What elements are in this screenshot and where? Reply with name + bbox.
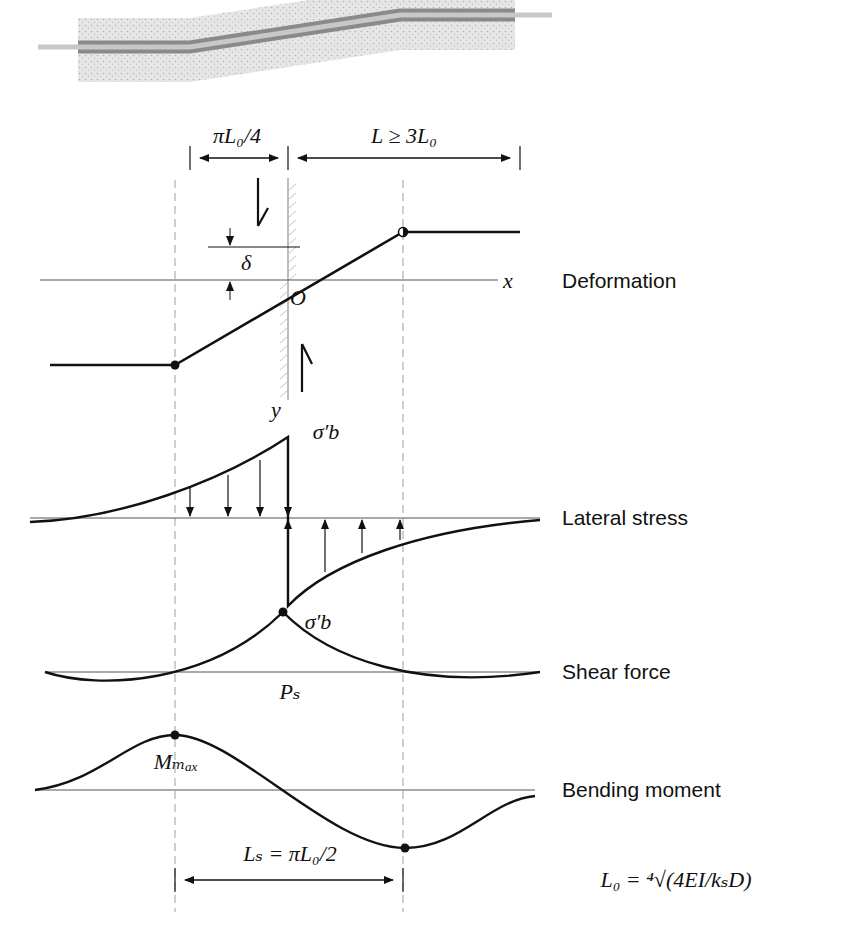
- hatch-stroke: [280, 346, 287, 352]
- origin-label: O: [290, 286, 306, 310]
- fault-plane: [287, 178, 289, 400]
- shear-baseline: [45, 672, 540, 673]
- shear-arrow: [258, 178, 312, 392]
- moment-baseline: [35, 790, 535, 791]
- hatch-stroke: [289, 202, 296, 208]
- hatch-stroke: [280, 283, 287, 289]
- moment-label: Mₘₐₓ: [154, 750, 199, 774]
- hatch-stroke: [280, 373, 287, 379]
- formula-label: L₀ = ⁴√(4EI/kₛD): [600, 868, 751, 892]
- hinge-dot: [171, 361, 180, 370]
- row-title: Deformation: [562, 269, 676, 292]
- hatch-stroke: [280, 292, 287, 298]
- hatch-stroke: [289, 238, 296, 244]
- dimension-label: L ≥ 3L₀: [371, 124, 437, 148]
- hatch-stroke: [289, 220, 296, 226]
- x-axis: [40, 280, 498, 281]
- max-dot: [171, 731, 180, 740]
- stress-label: σ′b: [305, 610, 332, 634]
- pipe-core: [38, 15, 552, 47]
- hatch-stroke: [289, 265, 296, 271]
- hatch-stroke: [289, 184, 296, 190]
- hatch-stroke: [289, 247, 296, 253]
- hatch-stroke: [280, 337, 287, 343]
- hatch-stroke: [280, 319, 287, 325]
- hatch-stroke: [289, 193, 296, 199]
- stress-baseline: [30, 518, 540, 519]
- axis-label: y: [271, 398, 281, 422]
- guide-line: [174, 180, 175, 912]
- axis-label: x: [503, 269, 513, 293]
- hatch-stroke: [280, 391, 287, 397]
- deformed-pipe-line: [50, 232, 520, 365]
- stress-arrow: [190, 452, 400, 590]
- offset-label: δ: [241, 251, 251, 275]
- stress-curve: [30, 437, 288, 522]
- shear-curve: [45, 612, 540, 681]
- hinge-dot: [399, 228, 408, 237]
- hatch-stroke: [280, 328, 287, 334]
- hatch-stroke: [289, 229, 296, 235]
- hatch-stroke: [280, 382, 287, 388]
- hatch-stroke: [280, 364, 287, 370]
- hatch-stroke: [280, 355, 287, 361]
- stress-label: σ′b: [313, 420, 340, 444]
- row-title: Lateral stress: [562, 506, 688, 529]
- shear-label: Pₛ: [280, 680, 301, 704]
- hatch-stroke: [289, 274, 296, 280]
- min-dot: [401, 844, 410, 853]
- stress-curve: [288, 518, 540, 606]
- delta-dimension: [208, 228, 300, 300]
- dimension-label: Lₛ = πL₀/2: [243, 842, 337, 866]
- bottom-dimension: [175, 868, 403, 892]
- top-dimension: [190, 146, 520, 170]
- guide-line: [402, 180, 403, 912]
- peak-dot: [279, 608, 288, 617]
- hatch-stroke: [289, 211, 296, 217]
- hatch-stroke: [289, 256, 296, 262]
- moment-curve: [35, 735, 535, 848]
- row-title: Bending moment: [562, 778, 721, 801]
- hinge-dot: [403, 228, 408, 237]
- dimension-label: πL₀/4: [213, 124, 261, 148]
- soil-band: [78, 0, 515, 82]
- row-title: Shear force: [562, 660, 671, 683]
- hatch-stroke: [280, 310, 287, 316]
